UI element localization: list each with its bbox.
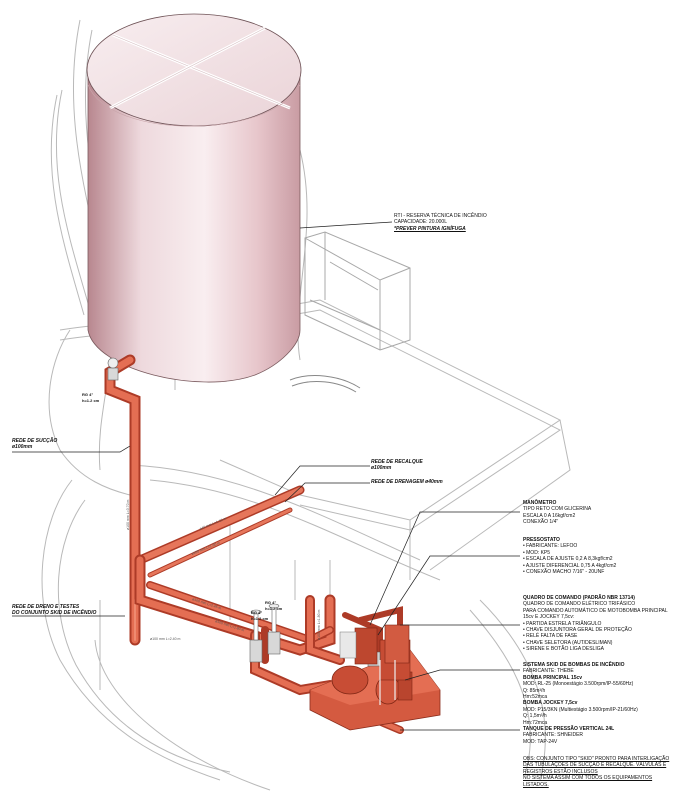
- pressostato-item: FABRICANTE: LEFOO: [523, 543, 616, 549]
- recalque-size: ø100mm: [371, 465, 392, 472]
- suction-title: REDE DE SUCÇÃO: [12, 438, 58, 444]
- manometro-line: TIPO RETO COM GLICERINA: [523, 506, 592, 513]
- quadro-item: SIRENE E BOTÃO LIGA DESLIGA: [523, 646, 668, 652]
- skid-principal-title: BOMBA PRINCIPAL 15cv: [523, 674, 583, 681]
- suction-pipe: [104, 354, 141, 646]
- dim-2: ø100 mm L=1.60 m: [191, 541, 221, 556]
- suction-size: ø100mm: [12, 444, 33, 451]
- reservoir-title: RTI - RESERVA TÉCNICA DE INCÊNDIO: [394, 213, 487, 219]
- pressostato-item: ESCALA DE AJUSTE 0,2 A 8,3kgf/cm2: [523, 556, 616, 562]
- quadro-item: RELÉ FALTA DE FASE: [523, 633, 668, 639]
- quadro-item: CHAVE DISJUNTORA GERAL DE PROTEÇÃO: [523, 627, 668, 633]
- dim-3: ø100 mm L=2.40 m: [150, 637, 181, 641]
- valve-a-line1: RG 4": [251, 610, 263, 615]
- skid-jockey-line: Hm:72mca: [523, 719, 548, 726]
- quadro-line: PARA COMANDO AUTOMÁTICO DE MOTOBOMBA PRI…: [523, 607, 668, 614]
- skid-principal-line: Q: 85m³/h: [523, 687, 546, 694]
- quadro-line: 15cv E JOCKEY 7,5cv:: [523, 614, 575, 621]
- pressostato-title: PRESSOSTATO: [523, 537, 560, 543]
- valve-icons: [107, 357, 281, 663]
- quadro-item: CHAVE SELETORA (AUT/DESLIMAN): [523, 640, 668, 646]
- skid-jockey-title: BOMBA JOCKEY 7,5cv: [523, 700, 578, 707]
- obs-line: REGISTROS ESTÃO INCLUSOS: [523, 768, 598, 775]
- reservoir-note: *PREVER PINTURA IGNÍFUGA: [394, 225, 466, 232]
- recalque-title: REDE DE RECALQUE: [371, 459, 423, 465]
- obs-block: OBS: CONJUNTO TIPO "SKID" PRONTO PARA IN…: [523, 756, 669, 788]
- reservoir-capacity: CAPACIDADE: 20.000L: [394, 219, 447, 226]
- valve-a-line2: h=1.2 cm: [251, 616, 269, 622]
- pressostato-item: MOD: KP5: [523, 550, 616, 556]
- skid-maker: FABRICANTE: THEBE: [523, 668, 574, 675]
- skid-title: SISTEMA SKID DE BOMBAS DE INCÊNDIO: [523, 662, 625, 668]
- skid-jockey-line: MOD: P15/3KN (Multiestágio 3.500rpm/IP-2…: [523, 706, 638, 713]
- skid-block: SISTEMA SKID DE BOMBAS DE INCÊNDIO FABRI…: [523, 662, 638, 745]
- skid-principal-line: MOD: RL-25 (Monoestágio 3.500rpm/IP-55/6…: [523, 681, 634, 688]
- manometro-line: ESCALA 0 A 16kgf/cm2: [523, 512, 576, 519]
- valve-top-line1: RG 4": [82, 392, 94, 397]
- water-tank: [86, 13, 302, 383]
- pump-skid: [309, 624, 441, 731]
- leader-lines: [12, 221, 520, 731]
- manometro-title: MANÔMETRO: [523, 500, 557, 506]
- drain-test-line2: DO CONJUNTO SKID DE INCÊNDIO: [12, 610, 97, 617]
- skid-principal-line: Hm:52mca: [523, 694, 548, 701]
- valve-top-line2: h=1.2 cm: [82, 398, 100, 404]
- quadro-line: QUADRO DE COMANDO ELÉTRICO TRIFÁSICO: [523, 601, 636, 608]
- pressostato-item: AJUSTE DIFERENCIAL 0,75 A 4kgf/cm2: [523, 563, 616, 569]
- valve-b-label: RG 4" h=1.2 cm: [265, 600, 282, 613]
- drain-test-label: REDE DE DRENO E TESTES DO CONJUNTO SKID …: [12, 604, 96, 617]
- skid-tank-line: MOD: TAP-24V: [523, 738, 558, 745]
- obs-line: OBS: CONJUNTO TIPO "SKID" PRONTO PARA IN…: [523, 756, 670, 762]
- manometro-line: CONEXÃO 1/4": [523, 519, 559, 526]
- drain-test-line1: REDE DE DRENO E TESTES: [12, 604, 80, 610]
- skid-tank-title: TANQUE DE PRESSÃO VERTICAL 24L: [523, 726, 615, 733]
- suction-label: REDE DE SUCÇÃO ø100mm: [12, 438, 57, 451]
- pressostato-block: PRESSOSTATO FABRICANTE: LEFOO MOD: KP5 E…: [523, 537, 616, 575]
- valve-top-label: RG 4" h=1.2 cm: [82, 392, 99, 405]
- reservoir-label: RTI - RESERVA TÉCNICA DE INCÊNDIO CAPACI…: [394, 213, 487, 232]
- obs-line: DAS TUBULAÇÕES DE SUCÇÃO E RECALQUE. VÁL…: [523, 762, 667, 769]
- quadro-title: QUADRO DE COMANDO (PADRÃO NBR 13714): [523, 595, 635, 601]
- drenagem-title: REDE DE DRENAGEM ø40mm: [371, 479, 443, 485]
- pressostato-item: CONEXÃO MACHO 7/16" - 20UNF: [523, 569, 616, 575]
- obs-line: LISTADOS.: [523, 781, 549, 788]
- quadro-block: QUADRO DE COMANDO (PADRÃO NBR 13714) QUA…: [523, 595, 668, 653]
- skid-jockey-line: Q: 1,5m³/h: [523, 713, 547, 720]
- guard-rail: [304, 231, 411, 351]
- valve-b-line1: RG 4": [265, 600, 277, 605]
- skid-tank-line: FABRICANTE: SHNEIDER: [523, 732, 584, 739]
- valve-b-line2: h=1.2 cm: [265, 606, 283, 612]
- quadro-item: PARTIDA ESTRELA TRIÂNGULO: [523, 621, 668, 627]
- dim-1: ø100 mm L=3.70 m: [126, 499, 130, 530]
- recalque-label: REDE DE RECALQUE ø100mm: [371, 459, 423, 472]
- drenagem-label: REDE DE DRENAGEM ø40mm: [371, 479, 443, 485]
- obs-line: NO SISTEMA ASSIM COM TODOS OS EQUIPAMENT…: [523, 775, 653, 782]
- manometro-block: MANÔMETRO TIPO RETO COM GLICERINA ESCALA…: [523, 500, 591, 526]
- dim-6: ø100 mm L=1.80 m: [317, 609, 321, 640]
- valve-a-label: RG 4" h=1.2 cm: [251, 610, 268, 623]
